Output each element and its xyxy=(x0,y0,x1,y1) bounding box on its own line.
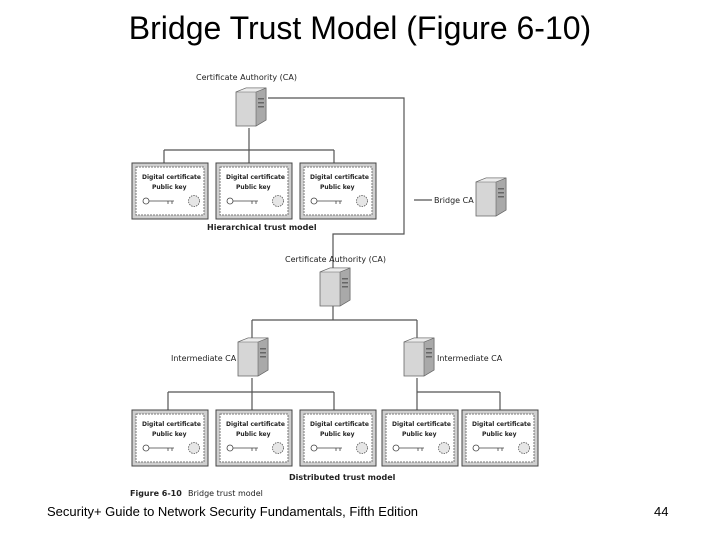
svg-text:Digital certificate: Digital certificate xyxy=(226,174,285,181)
server-icon xyxy=(237,337,269,377)
svg-text:Public key: Public key xyxy=(152,184,187,191)
certificate: Digital certificate Public key xyxy=(131,162,209,220)
svg-text:Digital certificate: Digital certificate xyxy=(310,421,369,428)
footer-text: Security+ Guide to Network Security Fund… xyxy=(47,504,419,519)
server-icon xyxy=(319,267,351,307)
slide-title: Bridge Trust Model (Figure 6-10) xyxy=(128,10,592,46)
server-icon xyxy=(403,337,435,377)
intermediate-ca-left-label: Intermediate CA xyxy=(171,354,237,363)
server-icon xyxy=(475,177,507,217)
page-number: 44 xyxy=(654,504,669,519)
figure-number: Figure 6-10 xyxy=(130,489,182,498)
svg-text:Public key: Public key xyxy=(236,184,271,191)
certificate: Digital certificate Public key xyxy=(381,409,459,467)
certificate: Digital certificate Public key xyxy=(461,409,539,467)
hierarchical-model-label: Hierarchical trust model xyxy=(207,223,317,232)
svg-text:Digital certificate: Digital certificate xyxy=(310,174,369,181)
svg-text:Digital certificate: Digital certificate xyxy=(226,421,285,428)
svg-text:Public key: Public key xyxy=(482,431,517,438)
distributed-model-label: Distributed trust model xyxy=(289,473,396,482)
svg-text:Public key: Public key xyxy=(320,184,355,191)
svg-text:Digital certificate: Digital certificate xyxy=(142,421,201,428)
bridge-ca-label: Bridge CA xyxy=(434,196,474,205)
certificate: Digital certificate Public key xyxy=(215,162,293,220)
server-icon xyxy=(235,87,267,127)
certificate: Digital certificate Public key xyxy=(299,409,377,467)
svg-text:Digital certificate: Digital certificate xyxy=(392,421,451,428)
svg-text:Public key: Public key xyxy=(320,431,355,438)
intermediate-ca-right-label: Intermediate CA xyxy=(437,354,503,363)
distributed-ca-label: Certificate Authority (CA) xyxy=(285,255,386,264)
certificate: Digital certificate Public key xyxy=(299,162,377,220)
certificate: Digital certificate Public key xyxy=(131,409,209,467)
connector-lines xyxy=(163,97,501,410)
svg-text:Public key: Public key xyxy=(402,431,437,438)
svg-text:Public key: Public key xyxy=(236,431,271,438)
top-ca-label: Certificate Authority (CA) xyxy=(196,73,297,82)
svg-text:Digital certificate: Digital certificate xyxy=(142,174,201,181)
svg-text:Digital certificate: Digital certificate xyxy=(472,421,531,428)
certificate: Digital certificate Public key xyxy=(215,409,293,467)
svg-text:Public key: Public key xyxy=(152,431,187,438)
figure-caption: Bridge trust model xyxy=(188,489,263,498)
